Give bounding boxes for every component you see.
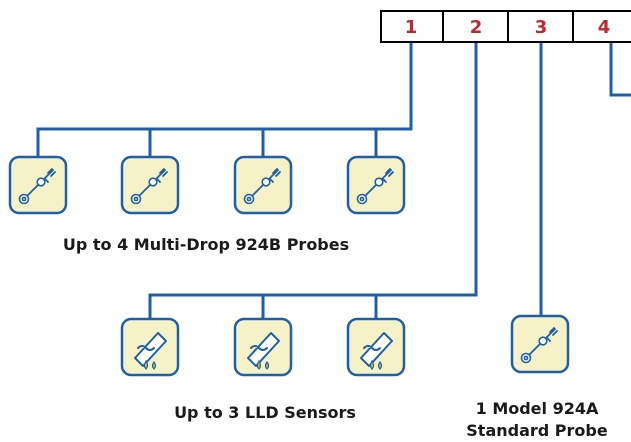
multi-drop-probe-2 <box>120 155 180 215</box>
multi-drop-probe-3 <box>233 155 293 215</box>
wire-port4 <box>609 42 631 97</box>
lld-sensor-1 <box>120 317 180 377</box>
lld-sensor-2 <box>233 317 293 377</box>
multi-drop-probe-1 <box>8 155 68 215</box>
wire-port2 <box>148 42 478 320</box>
standard-probe-caption-line2: Standard Probe <box>466 421 608 440</box>
port-number-2: 2 <box>470 17 483 38</box>
multi-drop-caption: Up to 4 Multi-Drop 924B Probes <box>63 235 349 254</box>
port-box-4 <box>572 10 631 43</box>
standard-probe-caption-line1: 1 Model 924A <box>476 399 599 418</box>
standard-probe <box>510 314 570 374</box>
lld-caption: Up to 3 LLD Sensors <box>174 403 356 422</box>
wire-port1 <box>36 42 413 158</box>
port-box-3 <box>507 10 574 43</box>
port-number-3: 3 <box>535 17 548 38</box>
lld-sensor-3 <box>346 317 406 377</box>
port-number-4: 4 <box>598 17 611 38</box>
multi-drop-probe-4 <box>346 155 406 215</box>
port-number-1: 1 <box>405 17 418 38</box>
port-header: 1 2 3 4 <box>380 10 631 43</box>
port-box-2 <box>442 10 509 43</box>
